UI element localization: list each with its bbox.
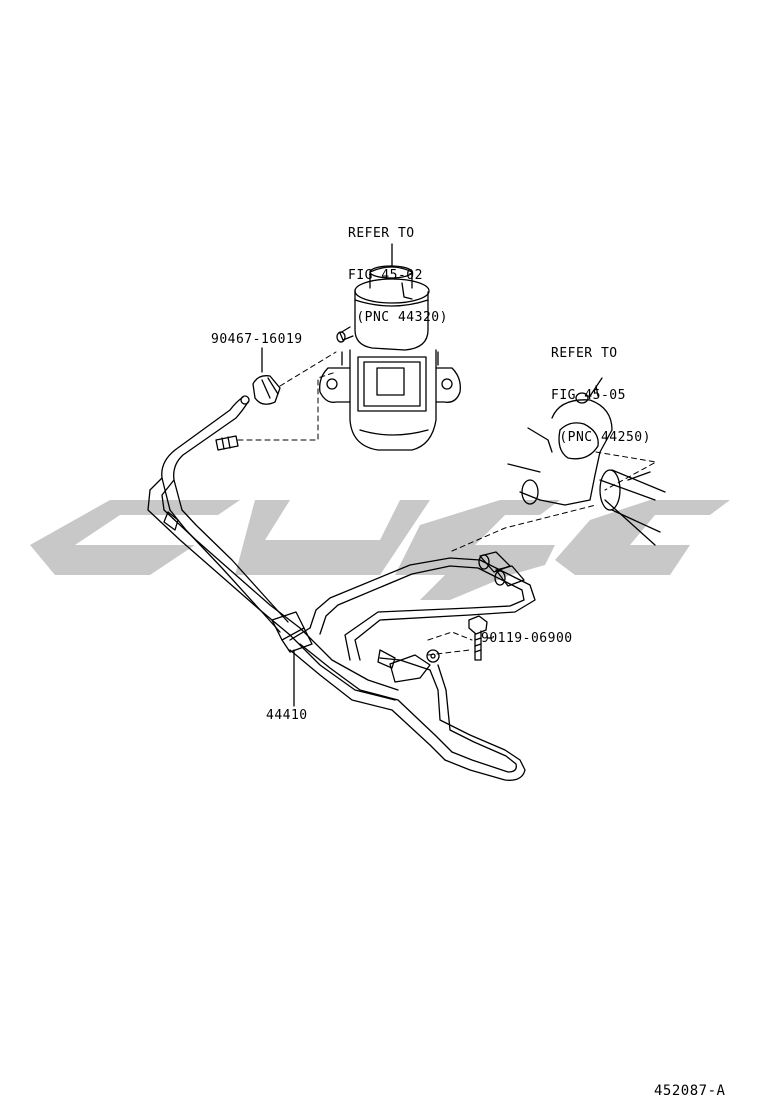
part-number-clamp: 90467-16019	[211, 332, 303, 347]
reference-gear-line-3: (PNC 44250)	[551, 430, 651, 445]
reference-pump-line-1: REFER TO	[348, 226, 415, 241]
hose-clamp	[252, 347, 281, 405]
steering-gear	[507, 377, 666, 546]
pressure-tube	[147, 395, 536, 781]
part-number-bolt: 90119-06900	[481, 631, 573, 646]
line-art	[147, 243, 666, 781]
watermark-logo	[30, 500, 730, 600]
dashed-guides	[237, 351, 657, 656]
reference-pump-line-2: FIG 45-02	[348, 268, 423, 283]
reference-gear-line-2: FIG 45-05	[551, 388, 626, 403]
reference-gear-label: REFER TO FIG 45-05 (PNC 44250)	[551, 319, 651, 459]
part-number-tube: 44410	[266, 708, 308, 723]
reference-pump-line-3: (PNC 44320)	[348, 310, 448, 325]
pump-reservoir	[319, 243, 461, 451]
figure-number: 452087-A	[654, 1083, 726, 1099]
reference-pump-label: REFER TO FIG 45-02 (PNC 44320)	[348, 199, 448, 339]
reference-gear-line-1: REFER TO	[551, 346, 618, 361]
bolt	[468, 615, 493, 661]
